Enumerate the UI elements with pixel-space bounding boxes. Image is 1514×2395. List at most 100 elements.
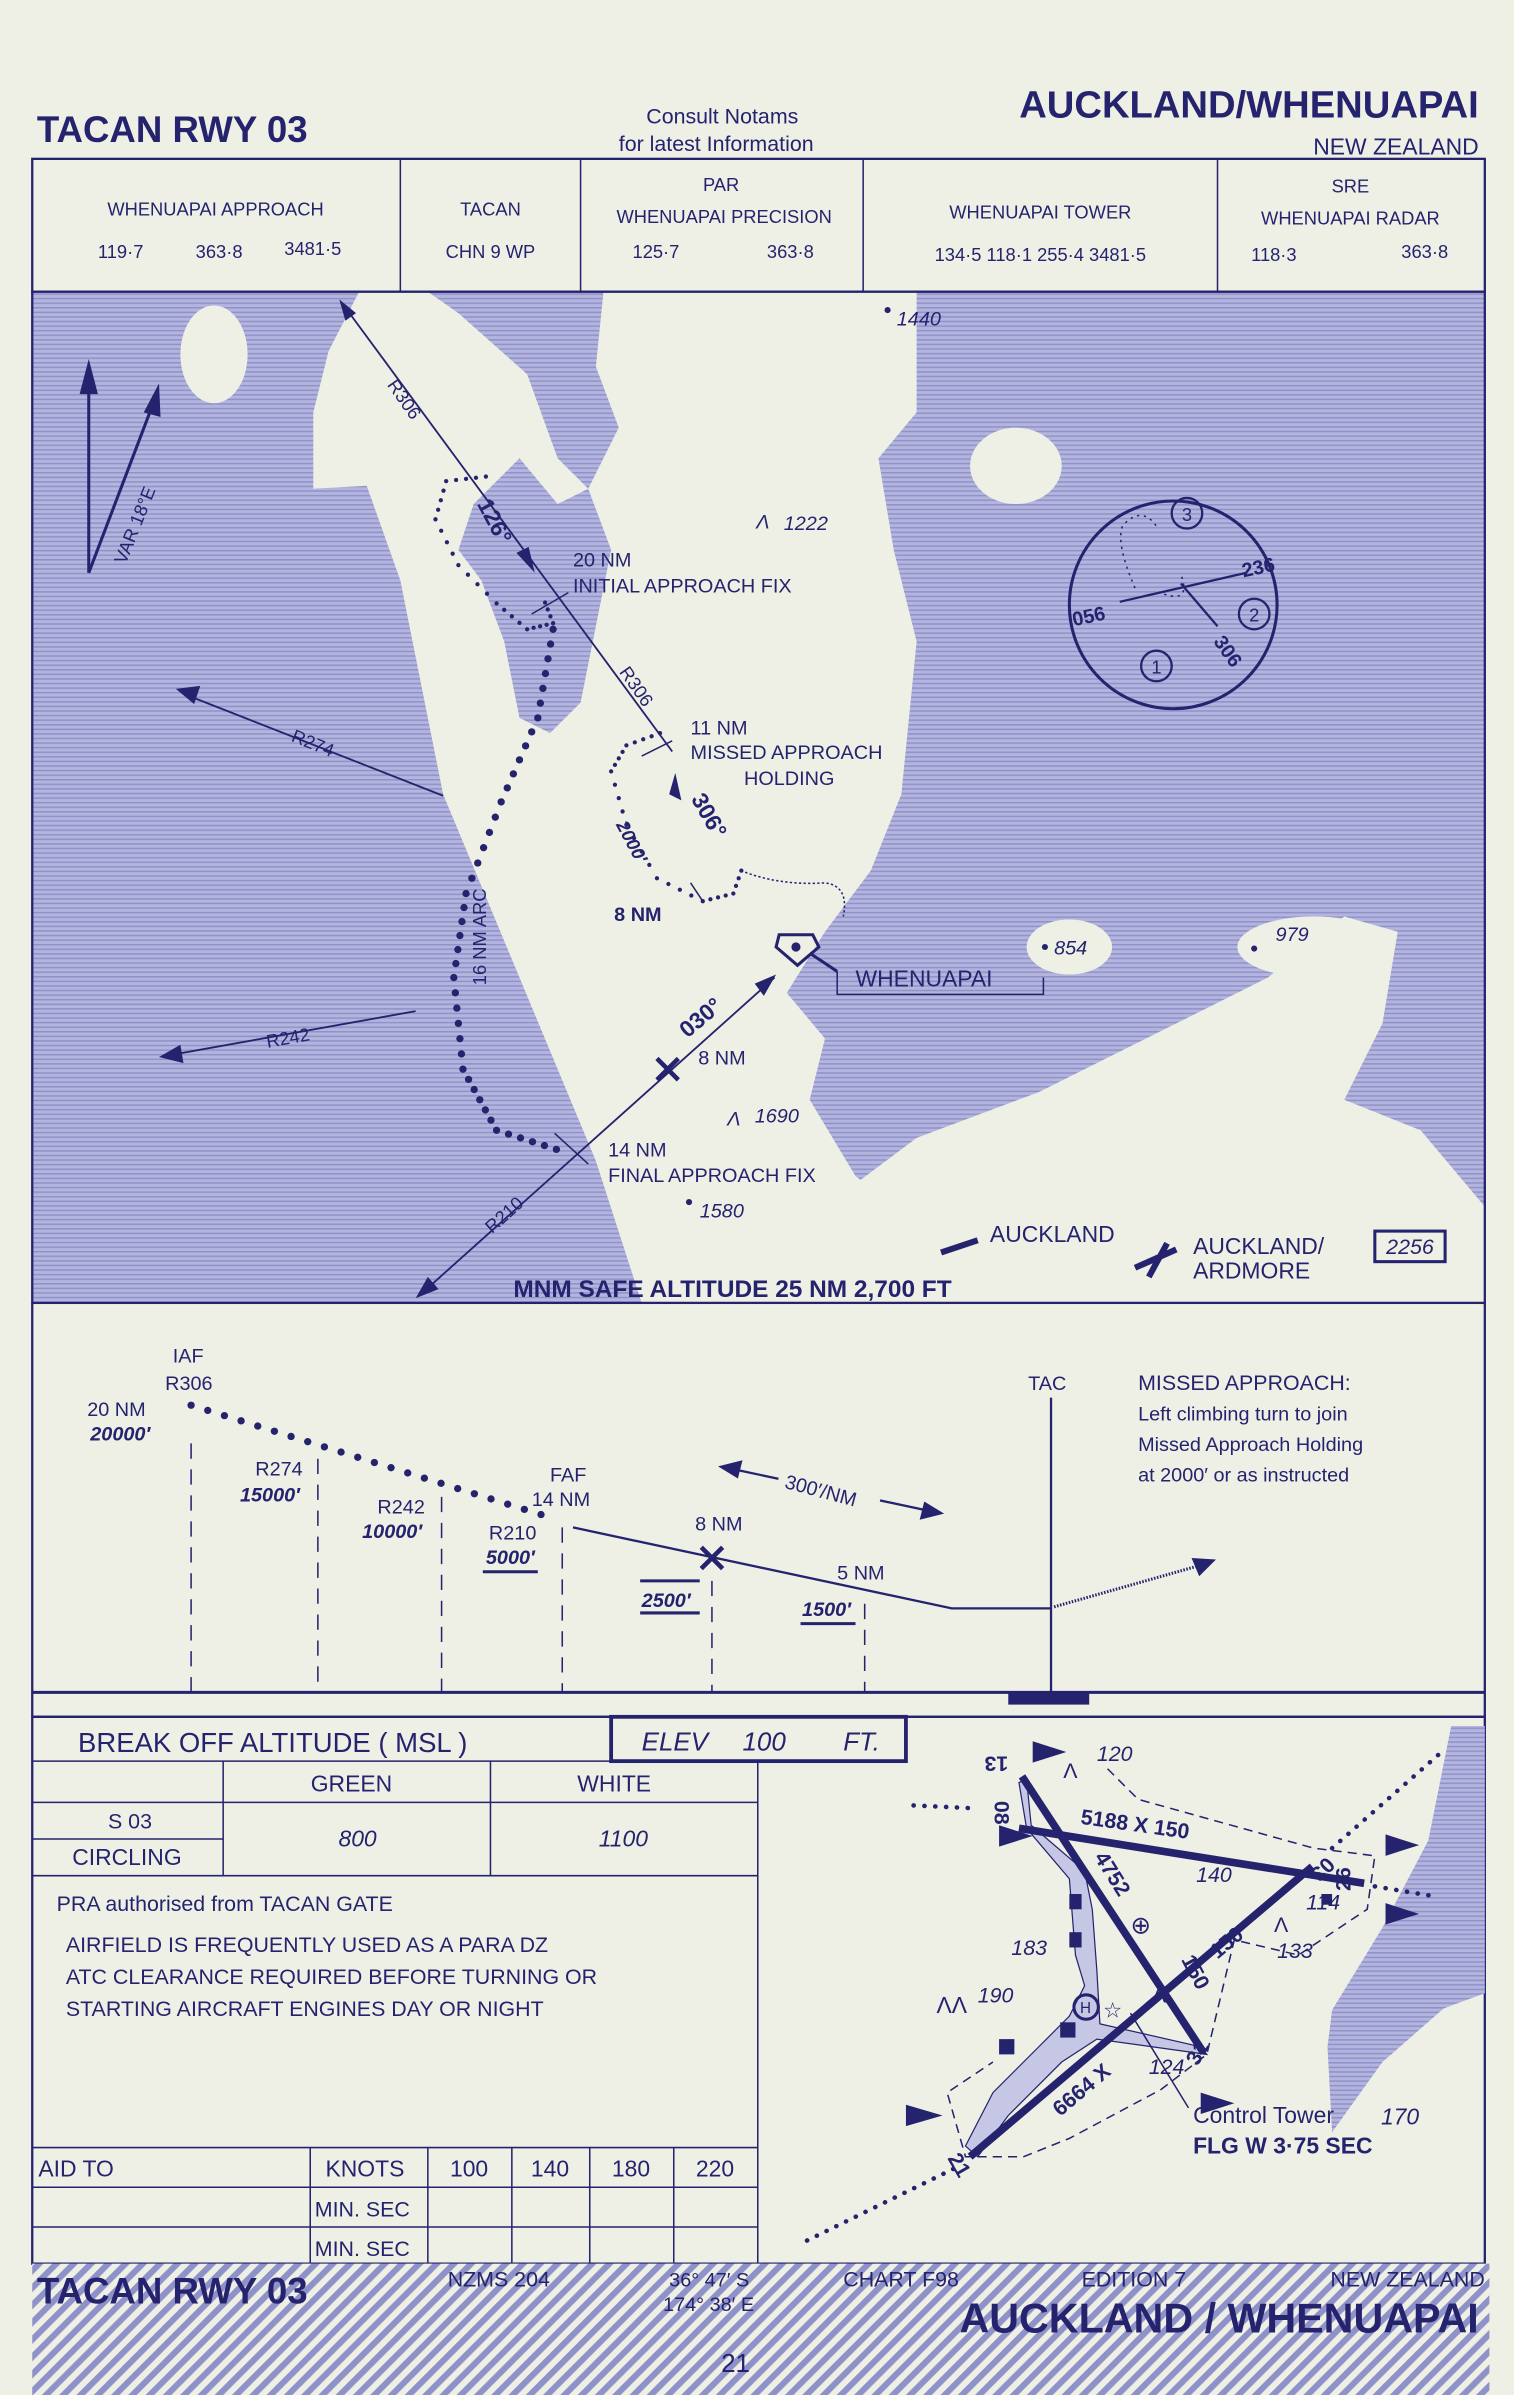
track-dot [456, 563, 461, 568]
track-dot [481, 1106, 490, 1114]
water-area [1327, 1725, 1485, 2133]
tacan-symbol-icon [774, 933, 839, 973]
plan-view: VAR 18°E R306 R306 R274 R242 R210 030° 8… [31, 290, 1486, 1305]
track-dot [439, 528, 444, 533]
aerodrome-icon [1133, 1241, 1178, 1279]
spot-height: 1222 [784, 513, 828, 535]
track-dot [433, 517, 438, 522]
freq-value: 119·7 [98, 241, 143, 262]
fix-cross-icon [655, 1056, 680, 1082]
track-dot [616, 795, 621, 801]
track-dot [736, 876, 741, 881]
track-dot [487, 1116, 495, 1124]
track-dot [454, 1019, 463, 1028]
footer-procedure-title: TACAN RWY 03 [37, 2270, 308, 2311]
track-dot [464, 1075, 473, 1084]
track-dot [465, 572, 471, 577]
obstacle-icon: Λ [1063, 1759, 1078, 1783]
track-dot [474, 859, 482, 867]
track-dot [438, 498, 443, 503]
track-dot [454, 945, 462, 954]
missed-approach-title: MISSED APPROACH: [1138, 1371, 1351, 1395]
track-dot [516, 1134, 525, 1142]
track-dot [470, 1490, 479, 1498]
profile-view: IAF R306 20 NM 20000′ R274 15000′ R242 1… [31, 1302, 1486, 1718]
speed: 180 [612, 2156, 650, 2182]
dme-arc [450, 625, 561, 1154]
spot-height: 979 [1276, 924, 1309, 946]
track-dot [536, 699, 545, 707]
track-dot [504, 1130, 513, 1138]
track-dot [452, 959, 460, 968]
track-dot [458, 917, 466, 926]
country-label: NEW ZEALAND [1313, 133, 1478, 159]
elevation: 120 [1097, 1742, 1133, 1766]
ardmore-elevation: 2256 [1385, 1235, 1434, 1259]
freq-value: 363·8 [767, 241, 814, 262]
iaf-altitude: 20000′ [89, 1423, 151, 1445]
track-dot [354, 1453, 362, 1461]
track-dot [733, 883, 739, 889]
iaf-distance: 20 NM [87, 1399, 145, 1421]
track-dot [437, 1479, 445, 1488]
track-dot [531, 625, 536, 630]
track-dot [462, 889, 470, 898]
freq-value: 134·5 118·1 255·4 3481·5 [935, 244, 1146, 265]
missed-approach-line: Missed Approach Holding [1138, 1434, 1363, 1456]
freq-title: WHENUAPAI TOWER [949, 201, 1131, 222]
elevation: 140 [1196, 1863, 1232, 1887]
edition: EDITION 7 [1082, 2268, 1187, 2292]
elev-unit: FT. [843, 1726, 880, 1756]
speed: 100 [450, 2156, 488, 2182]
track-dot [487, 1495, 495, 1503]
elevation: 183 [1011, 1936, 1047, 1960]
timing-table: AID TO KNOTS 100 140 180 220 MIN. SEC MI… [32, 2146, 758, 2264]
r210-label: R210 [489, 1523, 536, 1545]
map-label1: MISSED APPROACH [691, 742, 883, 764]
runway-end: 26 [1331, 1867, 1355, 1891]
track-dot [631, 836, 637, 841]
chart-number: CHART F98 [843, 2268, 959, 2292]
track-dot [450, 973, 458, 982]
sector-number: 3 [1182, 504, 1192, 525]
heliport-icon [1072, 1993, 1100, 2021]
freq-value: 363·8 [1401, 241, 1448, 262]
track-dot [453, 477, 459, 483]
holding-8nm: 8 NM [614, 904, 661, 926]
r242-label: R242 [377, 1497, 424, 1519]
track-dot [470, 1085, 478, 1094]
fix-cross-icon [699, 1545, 725, 1571]
tower-elevation: 170 [1381, 2104, 1419, 2130]
track-dot [304, 1438, 312, 1446]
min-sec-label: MIN. SEC [315, 2197, 410, 2221]
freq-value: 3481·5 [284, 238, 341, 259]
runway-end: 13 [984, 1752, 1008, 1776]
track-dot [537, 1510, 545, 1519]
track-dot [549, 625, 557, 633]
minima-section: BREAK OFF ALTITUDE ( MSL ) ELEV 100 FT. … [31, 1714, 1486, 2265]
freq-subtitle: WHENUAPAI RADAR [1261, 208, 1440, 229]
track-dot [641, 737, 646, 742]
note-line: STARTING AIRCRAFT ENGINES DAY OR NIGHT [66, 1997, 544, 2021]
tower-label: Control Tower [1193, 2102, 1334, 2128]
freq-value: 125·7 [633, 241, 680, 262]
track-dot [649, 734, 654, 739]
track-dot [528, 1138, 537, 1146]
auckland-city-icon [940, 1237, 979, 1256]
col-white: WHITE [577, 1771, 651, 1797]
track-dot [492, 1126, 501, 1134]
faf-label: FAF [550, 1465, 586, 1487]
track-dot [524, 627, 530, 632]
island [970, 427, 1062, 505]
track-dot [546, 640, 555, 648]
track-dot [502, 607, 507, 612]
missed-approach-line: Left climbing turn to join [1138, 1404, 1348, 1426]
track-dot [444, 479, 449, 484]
footer-country: NEW ZEALAND [1330, 2268, 1484, 2292]
fix8-distance: 8 NM [695, 1513, 742, 1535]
map-distance: 11 NM [691, 718, 748, 740]
freq-tower: WHENUAPAI TOWER 134·5 118·1 255·4 3481·5 [935, 201, 1146, 265]
track-dot [204, 1406, 212, 1415]
track-dot [612, 762, 618, 767]
island [180, 305, 248, 404]
